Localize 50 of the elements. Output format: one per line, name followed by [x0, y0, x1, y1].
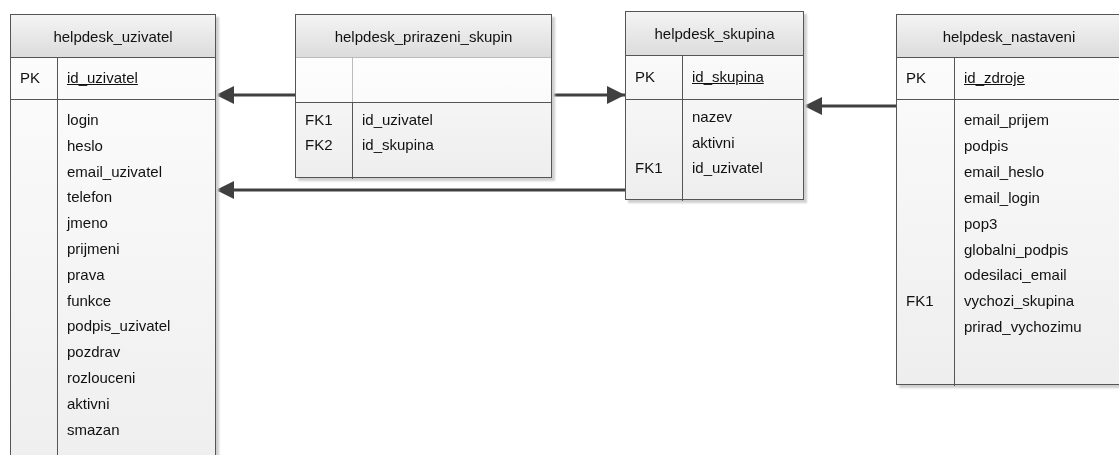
key-label: FK1 — [906, 291, 934, 312]
column-name: id_uzivatel — [67, 68, 138, 88]
relationship-arrow — [552, 86, 625, 104]
column-name: id_uzivatel — [362, 110, 433, 130]
key-label: PK — [20, 68, 40, 88]
table-box — [295, 14, 552, 178]
key-label: FK2 — [305, 135, 333, 155]
column-name: podpis — [964, 135, 1009, 156]
column-name: email_uzivatel — [67, 161, 163, 182]
column-name: telefon — [67, 187, 113, 208]
column-name: login — [67, 110, 99, 130]
column-name: id_zdroje — [964, 68, 1025, 88]
column-name: email_heslo — [964, 161, 1045, 182]
column-name: globalni_podpis — [964, 239, 1069, 260]
relationship-arrow — [216, 181, 625, 199]
column-name: nazev — [692, 107, 733, 127]
column-name: smazan — [67, 419, 120, 440]
column-name: pozdrav — [67, 342, 121, 363]
table-name: helpdesk_skupina — [626, 12, 803, 56]
column-name: vychozi_skupina — [964, 291, 1075, 312]
column-name: heslo — [67, 135, 103, 156]
column-name: podpis_uzivatel — [67, 316, 171, 337]
table-name: helpdesk_uzivatel — [11, 15, 215, 58]
column-name: jmeno — [67, 213, 108, 234]
column-name: prijmeni — [67, 239, 120, 259]
primary-key-row — [296, 57, 551, 103]
key-label: FK1 — [635, 158, 663, 178]
column-name: pop3 — [964, 213, 998, 234]
key-label: PK — [635, 67, 655, 87]
relationship-arrow — [216, 86, 295, 104]
key-label: FK1 — [305, 110, 333, 130]
column-name: email_prijem — [964, 110, 1050, 130]
table-box — [625, 11, 804, 200]
column-name: id_skupina — [362, 135, 434, 155]
column-name: aktivni — [67, 393, 110, 414]
key-label: PK — [906, 68, 926, 88]
column-name: prava — [67, 264, 105, 285]
column-name: id_uzivatel — [692, 158, 763, 178]
column-name: funkce — [67, 290, 112, 311]
relationship-arrow — [804, 97, 896, 115]
column-name: rozlouceni — [67, 368, 136, 388]
column-name: aktivni — [692, 132, 735, 153]
column-name: prirad_vychozimu — [964, 317, 1082, 338]
table-name: helpdesk_prirazeni_skupin — [296, 15, 551, 58]
column-name: email_login — [964, 187, 1040, 208]
column-name: id_skupina — [692, 67, 764, 87]
column-name: odesilaci_email — [964, 265, 1067, 286]
table-box — [10, 14, 216, 455]
table-name: helpdesk_nastaveni — [897, 15, 1119, 58]
table-box — [896, 14, 1119, 385]
